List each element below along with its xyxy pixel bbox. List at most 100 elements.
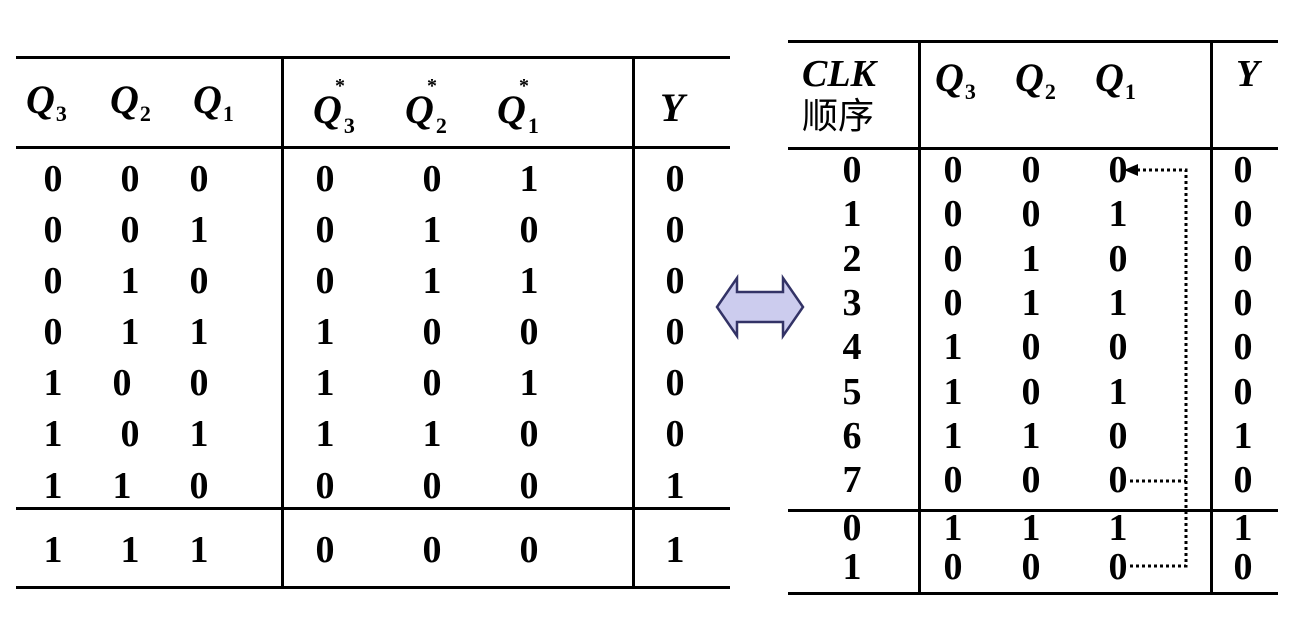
- right-cell-extra: 0: [943, 546, 963, 588]
- right-cell-extra: 1: [943, 507, 963, 549]
- left-cell: 1: [422, 413, 442, 455]
- left-cell: 0: [120, 413, 140, 455]
- right-cell: 6: [842, 414, 862, 457]
- right-cell: 0: [1233, 237, 1253, 280]
- left-cell: 1: [665, 465, 685, 507]
- left-cell: 0: [665, 158, 685, 200]
- right-cell-extra: 1: [842, 546, 862, 588]
- right-cell: 1: [1021, 237, 1041, 280]
- left-cell: 1: [422, 260, 442, 302]
- left-header-rule: [16, 146, 730, 149]
- left-cell: 0: [665, 362, 685, 404]
- right-cell: 1: [1108, 281, 1128, 324]
- right-cell: 0: [1108, 237, 1128, 280]
- right-cell: 3: [842, 281, 862, 324]
- right-cell: 0: [1108, 149, 1128, 191]
- left-cell: 1: [43, 465, 63, 507]
- right-cell: 0: [1233, 149, 1253, 191]
- right-cell: 1: [1021, 281, 1041, 324]
- right-cell: 0: [1233, 459, 1253, 502]
- left-cell: 0: [189, 158, 209, 200]
- right-cell: 1: [1108, 193, 1128, 236]
- left-header-q3: Q3: [26, 77, 67, 126]
- right-cell: 0: [943, 459, 963, 502]
- right-cell: 4: [842, 326, 862, 369]
- left-cell: 1: [519, 260, 539, 302]
- right-cell: 0: [1021, 149, 1041, 191]
- left-cell: 1: [315, 311, 335, 353]
- right-header-q1: Q1: [1095, 55, 1136, 104]
- right-cell: 7: [842, 459, 862, 502]
- right-cell: 1: [842, 193, 862, 236]
- left-cell-extra: 1: [189, 529, 209, 571]
- right-cell: 1: [1233, 414, 1253, 457]
- left-cell: 1: [112, 465, 132, 507]
- right-cell-extra: 0: [842, 507, 862, 549]
- right-cell: 0: [1021, 326, 1041, 369]
- right-bottom-rule: [788, 592, 1278, 595]
- left-cell-extra: 0: [519, 529, 539, 571]
- right-header-order: 顺序: [802, 96, 875, 137]
- left-cell: 1: [189, 413, 209, 455]
- left-cell-extra: 0: [422, 529, 442, 571]
- left-cell: 0: [422, 158, 442, 200]
- right-cell: 1: [1108, 370, 1128, 413]
- left-cell-extra: 0: [315, 529, 335, 571]
- left-cell: 1: [422, 209, 442, 251]
- left-cell: 1: [189, 311, 209, 353]
- right-divider-1: [918, 40, 921, 595]
- left-cell: 1: [43, 362, 63, 404]
- left-cell: 0: [519, 465, 539, 507]
- right-cell: 0: [842, 149, 862, 191]
- right-cell: 2: [842, 237, 862, 280]
- left-cell: 1: [315, 413, 335, 455]
- left-cell: 0: [120, 209, 140, 251]
- left-cell: 0: [43, 158, 63, 200]
- right-top-rule: [788, 40, 1278, 43]
- right-cell: 1: [943, 326, 963, 369]
- right-cell-extra: 1: [1233, 507, 1253, 549]
- left-cell: 0: [519, 209, 539, 251]
- left-mid-rule: [16, 507, 730, 510]
- left-header-y: Y: [660, 85, 685, 130]
- right-header-rule: [788, 147, 1278, 150]
- right-header-q3: Q3: [935, 55, 976, 104]
- left-cell: 1: [315, 362, 335, 404]
- right-cell-extra: 1: [1108, 507, 1128, 549]
- left-header-next-q1: Q*1: [497, 75, 539, 138]
- right-cell: 0: [1108, 326, 1128, 369]
- right-cell: 1: [943, 414, 963, 457]
- left-cell: 1: [43, 413, 63, 455]
- left-cell: 0: [43, 209, 63, 251]
- left-cell: 0: [189, 362, 209, 404]
- right-mid-rule: [788, 509, 1278, 512]
- left-cell: 0: [665, 413, 685, 455]
- left-cell: 0: [315, 158, 335, 200]
- left-cell: 0: [315, 260, 335, 302]
- right-cell-extra: 0: [1021, 546, 1041, 588]
- right-divider-2: [1210, 40, 1213, 595]
- right-cell: 0: [1021, 370, 1041, 413]
- left-cell: 0: [43, 311, 63, 353]
- right-cell-extra: 1: [1021, 507, 1041, 549]
- right-cell: 0: [1021, 193, 1041, 236]
- right-cell-extra: 0: [1108, 546, 1128, 588]
- double-arrow-icon: [715, 273, 805, 341]
- left-cell: 0: [422, 311, 442, 353]
- right-header-q2: Q2: [1015, 55, 1056, 104]
- left-cell-extra: 1: [120, 529, 140, 571]
- right-cell: 0: [943, 281, 963, 324]
- left-cell: 1: [189, 209, 209, 251]
- left-cell: 0: [422, 362, 442, 404]
- left-divider-2: [632, 56, 635, 589]
- left-cell-extra: 1: [43, 529, 63, 571]
- right-cell-extra: 0: [1233, 546, 1253, 588]
- right-cell: 0: [943, 193, 963, 236]
- right-cell: 0: [1233, 326, 1253, 369]
- left-bottom-rule: [16, 586, 730, 589]
- right-cell: 0: [943, 237, 963, 280]
- left-cell-extra: 1: [665, 529, 685, 571]
- left-cell: 0: [315, 465, 335, 507]
- left-header-next-q3: Q*3: [313, 75, 355, 138]
